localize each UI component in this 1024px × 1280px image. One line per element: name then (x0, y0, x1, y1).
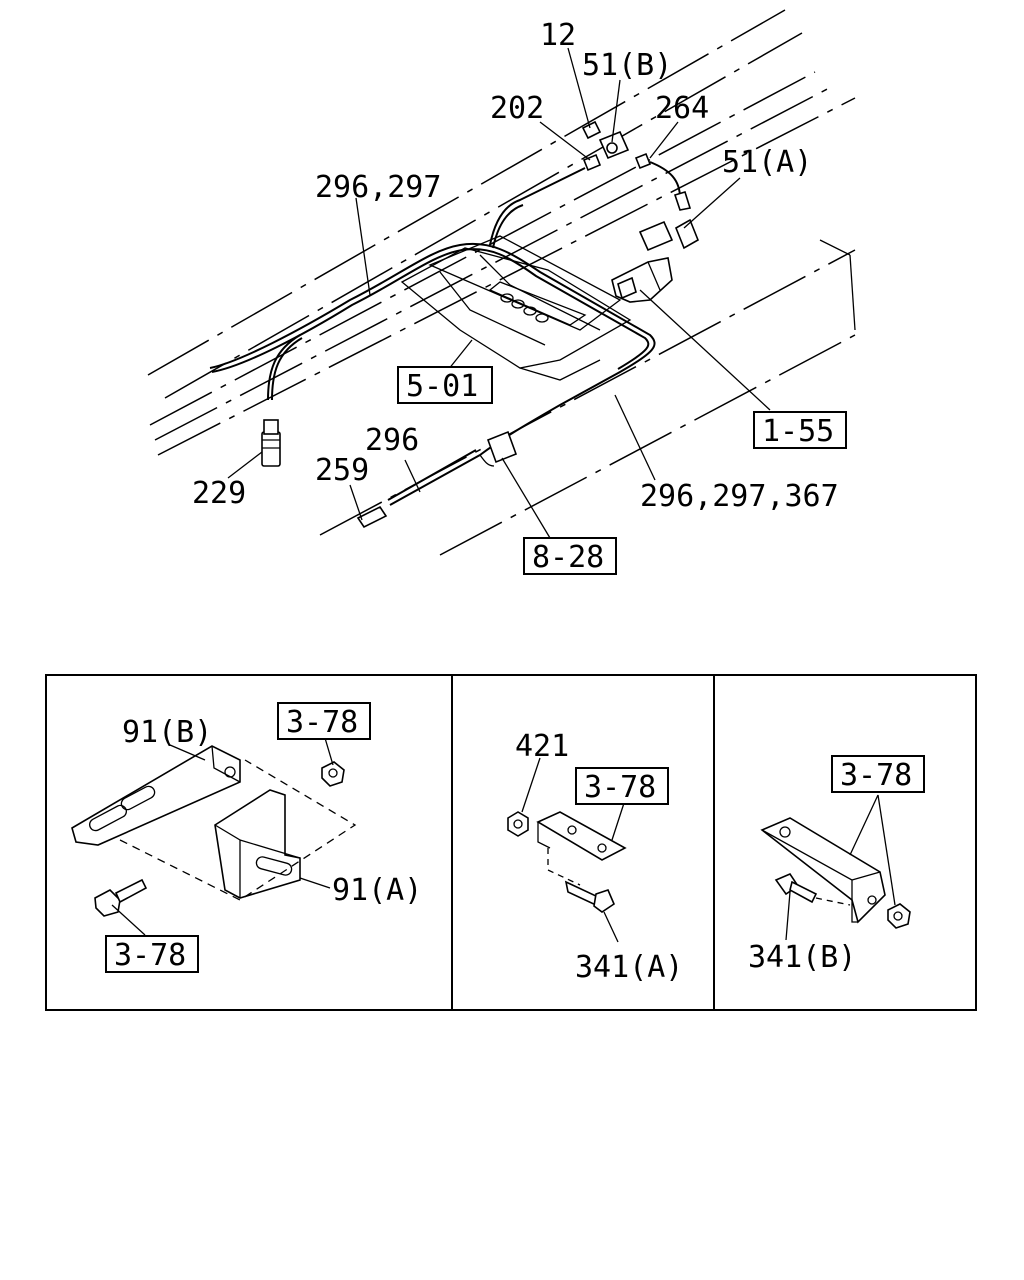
callout-421: 421 (515, 729, 569, 764)
callout-341b: 341(B) (748, 940, 856, 975)
callout-3-78-right: 3-78 (840, 758, 912, 793)
box-8-28 (523, 537, 617, 575)
detail-panel-middle: 421 3-78 341(A) (507, 729, 683, 985)
callout-8-28: 8-28 (532, 540, 604, 575)
callout-91a: 91(A) (332, 873, 422, 908)
callout-3-78-left-bottom: 3-78 (114, 938, 186, 973)
callout-12: 12 (540, 18, 576, 53)
callout-296-297-367: 296,297,367 (640, 479, 839, 514)
detail-panel-left: 91(B) 3-78 91(A) 3-78 (71, 702, 422, 973)
box-3-78-left-top (277, 702, 371, 740)
part-229-fitting (261, 419, 281, 467)
box-3-78-right (831, 755, 925, 793)
callout-202: 202 (490, 91, 544, 126)
callout-3-78-middle: 3-78 (584, 770, 656, 805)
box-3-78-left-bottom (105, 935, 199, 973)
callout-91b: 91(B) (122, 715, 212, 750)
grille-assembly (400, 235, 632, 381)
detail-panels: 91(B) 3-78 91(A) 3-78 421 3-78 341(A) (45, 674, 977, 1011)
wire-harness (209, 167, 656, 506)
callout-259: 259 (315, 453, 369, 488)
box-5-01 (397, 366, 493, 404)
sensor-part (611, 257, 673, 303)
main-assembly: 12 51(B) 202 264 51(A) 296,297 296 259 2… (147, 9, 856, 575)
connector-8-28 (479, 430, 518, 467)
box-1-55 (753, 411, 847, 449)
callout-3-78-left-top: 3-78 (286, 705, 358, 740)
callout-264: 264 (655, 91, 709, 126)
callout-1-55: 1-55 (762, 414, 834, 449)
callout-229: 229 (192, 476, 246, 511)
detail-panel-right: 3-78 341(B) (748, 755, 925, 975)
box-3-78-middle (575, 767, 669, 805)
leader-lines (227, 47, 771, 539)
fitting-cluster (581, 120, 700, 252)
callout-5-01: 5-01 (406, 369, 478, 404)
callout-296-297: 296,297 (315, 170, 441, 205)
callout-51b: 51(B) (582, 48, 672, 83)
callout-296: 296 (365, 423, 419, 458)
callout-51a: 51(A) (722, 145, 812, 180)
part-259 (356, 505, 388, 529)
callout-341a: 341(A) (575, 950, 683, 985)
